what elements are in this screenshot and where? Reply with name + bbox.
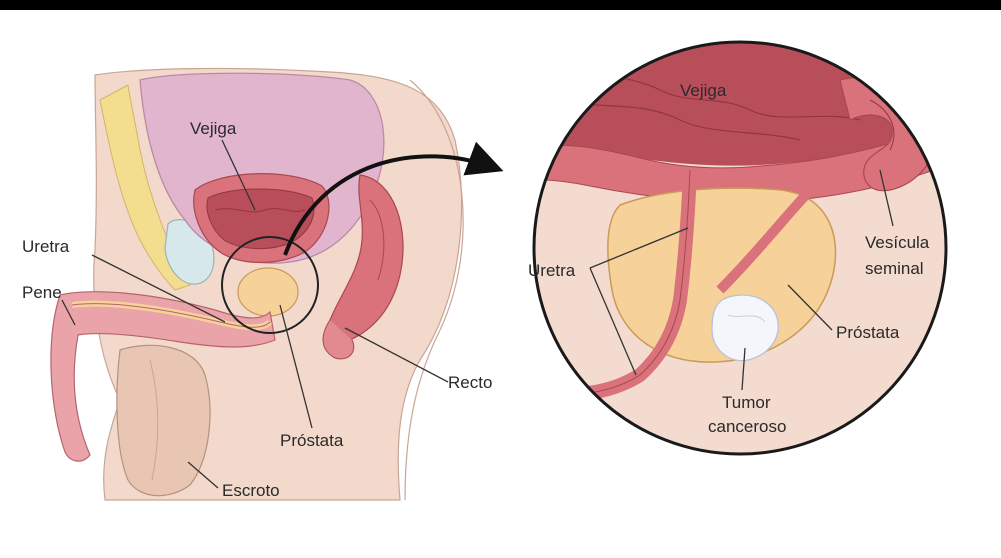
- label-urethra-left: Uretra: [22, 237, 70, 256]
- scrotum: [116, 344, 211, 497]
- top-black-bar: [0, 0, 1001, 10]
- prostate-small: [237, 267, 299, 317]
- label-tumor-2: canceroso: [708, 417, 786, 436]
- penis-shaft: [50, 291, 276, 462]
- magnified-view: [532, 40, 948, 456]
- label-bladder-left: Vejiga: [190, 119, 237, 138]
- label-prostate-right: Próstata: [836, 323, 900, 342]
- magnified-circle-border: [532, 40, 948, 456]
- leader-lines: [61, 139, 894, 489]
- label-urethra-right: Uretra: [528, 261, 576, 280]
- zoom-arrow: [283, 141, 504, 256]
- label-tumor-1: Tumor: [722, 393, 771, 412]
- sagittal-section: [50, 67, 464, 501]
- label-bladder-right: Vejiga: [680, 81, 727, 100]
- label-rectum: Recto: [448, 373, 492, 392]
- label-seminal-vesicle-2: seminal: [865, 259, 924, 278]
- label-seminal-vesicle-1: Vesícula: [865, 233, 930, 252]
- label-penis: Pene: [22, 283, 62, 302]
- fat-layer: [99, 84, 191, 291]
- label-prostate-left: Próstata: [280, 431, 344, 450]
- tumor: [711, 294, 779, 362]
- label-scrotum: Escroto: [222, 481, 280, 500]
- zoom-circle: [221, 236, 319, 334]
